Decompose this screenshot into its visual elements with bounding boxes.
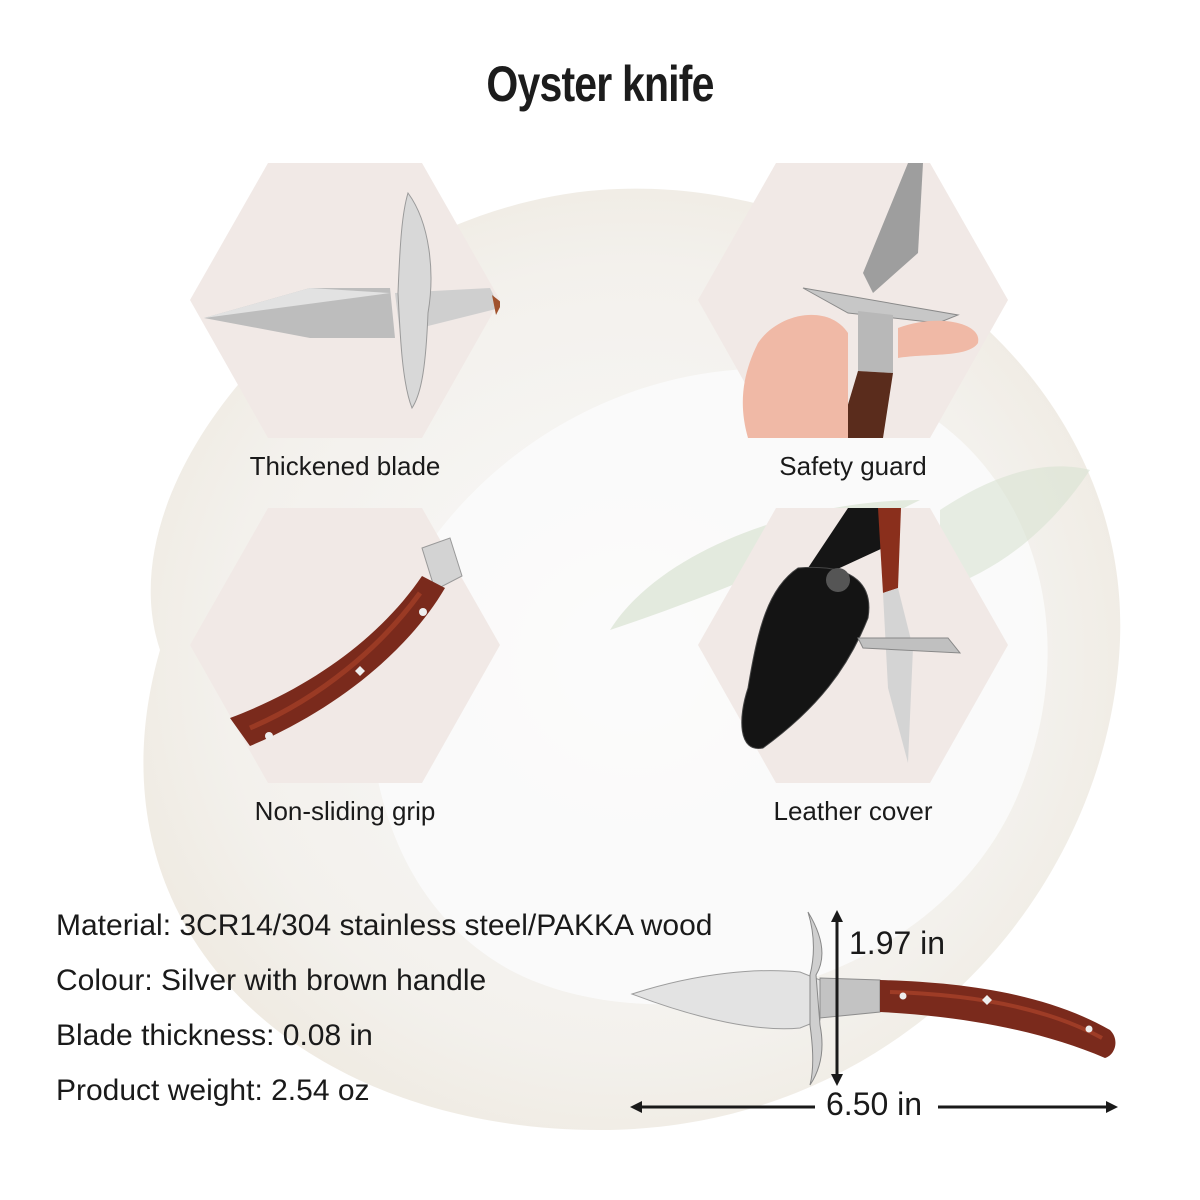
spec-colour: Colour: Silver with brown handle	[56, 964, 487, 997]
feature-safety-guard: Safety guard	[698, 163, 1008, 483]
spec-product-weight: Product weight: 2.54 oz	[56, 1074, 370, 1107]
page-title: Oyster knife	[486, 56, 714, 112]
feature-non-sliding-grip: Non-sliding grip	[190, 508, 500, 828]
spec-blade-thickness: Blade thickness: 0.08 in	[56, 1019, 373, 1052]
feature-thickened-blade: Thickened blade	[190, 163, 500, 483]
feature-label: Thickened blade	[249, 451, 441, 481]
length-dimension-label: 6.50 in	[826, 1086, 923, 1122]
blade-closeup-image	[190, 163, 500, 438]
wooden-handle-image	[190, 508, 500, 783]
specifications-list: Material: 3CR14/304 stainless steel/PAKK…	[56, 898, 712, 1118]
spec-material: Material: 3CR14/304 stainless steel/PAKK…	[56, 909, 713, 942]
height-dimension-label: 1.97 in	[849, 925, 946, 961]
leather-sheath-image	[698, 508, 1008, 783]
knife-dimension-diagram	[630, 910, 1118, 1113]
feature-label: Leather cover	[773, 796, 933, 826]
feature-label: Safety guard	[779, 451, 927, 481]
feature-label: Non-sliding grip	[254, 796, 436, 826]
hand-holding-knife-image	[698, 163, 1008, 438]
feature-leather-cover: Leather cover	[698, 508, 1008, 828]
